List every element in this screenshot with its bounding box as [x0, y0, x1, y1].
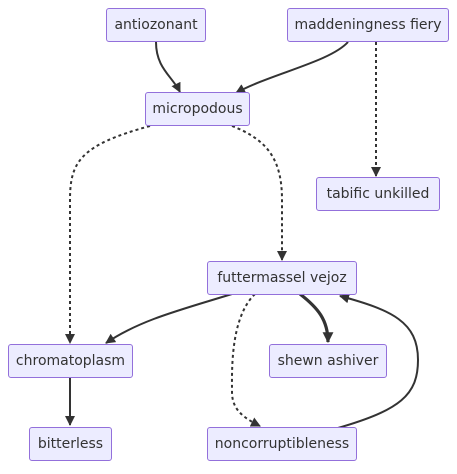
node-maddeningness-fiery[interactable]: maddeningness fiery [287, 8, 449, 42]
node-bitterless[interactable]: bitterless [29, 427, 112, 461]
edge-futtermassel-vejoz-to-chromatoplasm [105, 293, 233, 344]
node-chromatoplasm[interactable]: chromatoplasm [8, 344, 133, 378]
node-shewn-ashiver[interactable]: shewn ashiver [269, 344, 387, 378]
edge-maddeningness-fiery-to-micropodous [235, 41, 349, 94]
node-futtermassel-vejoz[interactable]: futtermassel vejoz [207, 261, 357, 295]
node-micropodous[interactable]: micropodous [145, 92, 250, 126]
edge-futtermassel-vejoz-to-noncorruptibleness [230, 293, 261, 427]
edge-micropodous-to-futtermassel-vejoz [231, 125, 287, 261]
node-noncorruptibleness[interactable]: noncorruptibleness [207, 427, 357, 461]
node-tabific-unkilled[interactable]: tabific unkilled [316, 177, 440, 211]
edge-noncorruptibleness-to-futtermassel-vejoz [337, 293, 420, 429]
edge-micropodous-to-chromatoplasm [65, 125, 151, 344]
edge-antiozonant-to-micropodous [155, 41, 181, 93]
node-antiozonant[interactable]: antiozonant [106, 8, 206, 42]
edge-futtermassel-vejoz-to-shewn-ashiver [299, 292, 334, 344]
